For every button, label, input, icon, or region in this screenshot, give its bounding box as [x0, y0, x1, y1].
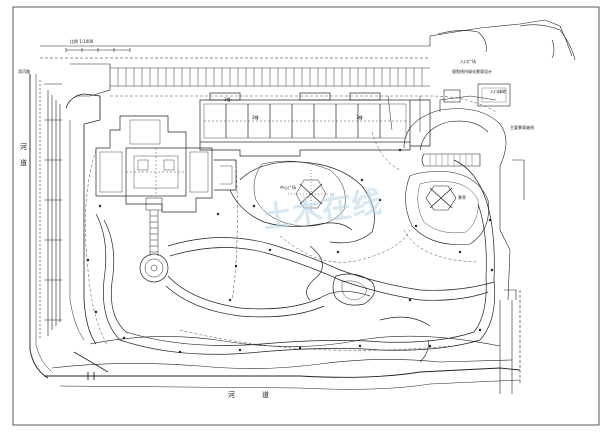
building-tag-3: 3幢: [356, 115, 363, 120]
left-edge-label: 滨河路: [18, 69, 30, 74]
scale-bar: [65, 48, 131, 52]
top-right-note-2: 规划线内绿化景观设计: [452, 69, 492, 74]
left-river: [29, 74, 101, 379]
utility-lines: [85, 95, 497, 351]
scale-label: 比例 1:1000: [70, 39, 94, 44]
parking-strip: [110, 67, 430, 87]
drawing-frame: [12, 6, 600, 426]
clubhouse: [95, 115, 237, 213]
center-label: 中心广场: [280, 185, 296, 190]
right-note: 主要景观轴线: [510, 125, 534, 130]
top-road-edge: [40, 19, 573, 57]
bottom-right-edge: [419, 339, 429, 363]
bottom-left-steps: [73, 351, 109, 373]
round-plaza: [139, 253, 169, 283]
central-plaza: [253, 160, 346, 227]
east-garden: [403, 83, 525, 301]
building-tag-1: 1幢: [224, 97, 231, 102]
building-row: [199, 92, 431, 157]
bottom-river: [44, 289, 521, 394]
main-walkway: [145, 197, 163, 256]
river-bottom-left: 河: [228, 391, 235, 399]
river-left-bottom: 道: [20, 159, 27, 167]
parking-entry: [70, 63, 111, 97]
right-pavilion-label: 景亭: [458, 195, 466, 200]
river-bottom-right: 道: [262, 391, 269, 399]
top-right-note: 入口广场: [460, 59, 476, 64]
side-note: 入口绿地: [490, 89, 506, 94]
top-right-road: [519, 24, 576, 61]
top-right-curb: [551, 39, 555, 59]
building-tag-2: 2幢: [252, 115, 259, 120]
lamp-points: [86, 148, 494, 354]
top-road-curve: [437, 30, 487, 53]
river-left-top: 河: [20, 143, 27, 151]
garden-paths: [95, 159, 496, 355]
building-end-wall: [387, 95, 421, 132]
